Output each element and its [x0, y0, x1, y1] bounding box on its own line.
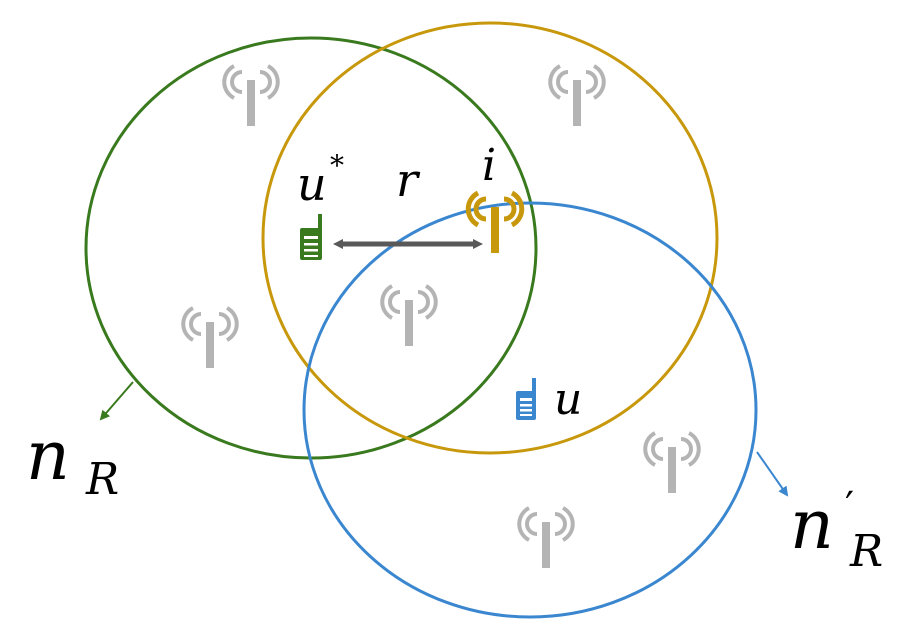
label-n-R-prime: n	[790, 486, 834, 565]
cell-tower-icon	[181, 306, 239, 370]
mobile-device-icon	[300, 214, 322, 260]
mobile-device-icon	[516, 378, 536, 420]
cell-tower-icon	[643, 431, 701, 495]
label-u-star-superscript: *	[330, 149, 344, 182]
coverage-circle-blue	[302, 201, 758, 619]
blue-callout-arrow	[756, 451, 789, 497]
label-u: u	[554, 374, 582, 425]
coverage-circle-gold	[261, 21, 719, 455]
label-i: i	[482, 140, 496, 191]
cell-tower-icon	[222, 64, 280, 128]
label-n-R-subscript: R	[85, 454, 119, 505]
green-callout-arrow	[99, 381, 134, 421]
label-u-star: u	[297, 157, 327, 211]
label-n-R-prime-mark: ′	[845, 484, 854, 530]
label-n-R: n	[26, 417, 70, 496]
cell-tower-icon	[548, 64, 606, 128]
label-n-R-prime-subscript: R	[849, 526, 883, 577]
cell-tower-icon	[517, 506, 575, 570]
cell-tower-icon	[380, 284, 438, 348]
label-r: r	[396, 153, 421, 207]
